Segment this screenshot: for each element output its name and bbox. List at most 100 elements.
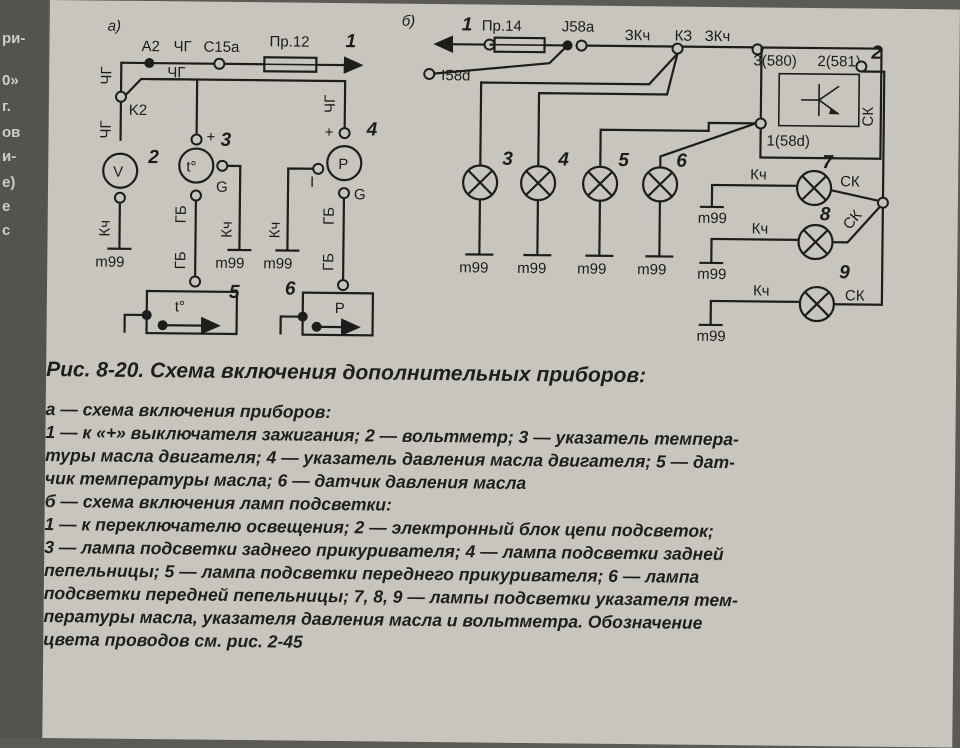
edge-fragment: г. — [2, 98, 11, 115]
pressure-gauge-symbol: P — [338, 156, 348, 173]
callout-3a: 3 — [220, 130, 231, 151]
label-j58a: J58а — [562, 18, 595, 35]
edge-fragment: ов — [2, 124, 20, 141]
label-chg: ЧГ — [173, 38, 191, 55]
wiring-diagram: а) A2 ЧГ С15а Пр.12 1 ЧГ K2 ЧГ ЧГ ЧГ V 2… — [46, 0, 960, 370]
label-zkch-2: ЗКч — [705, 28, 731, 45]
pressure-sensor-symbol: P — [335, 300, 345, 317]
connector-a2 — [144, 58, 154, 68]
label-g-1: G — [216, 179, 228, 196]
junction-k2 — [116, 92, 126, 102]
callout-4b: 4 — [557, 149, 569, 170]
lamp-5: 5 m99 — [577, 150, 629, 279]
label-m99-b4: m99 — [637, 261, 666, 278]
label-zkch-1: ЗКч — [625, 27, 651, 44]
label-sk-9: СК — [845, 287, 865, 304]
label-g-2: G — [354, 186, 366, 203]
adjacent-page-strip: ри- 0» г. ов и- е) е с — [0, 0, 48, 738]
label-m99-3: m99 — [263, 255, 292, 272]
label-chg-vertical: ЧГ — [98, 66, 115, 84]
label-gb-2: ГБ — [321, 207, 338, 225]
fuse-pr14-element — [495, 45, 545, 46]
panel-b-tag: б) — [402, 13, 416, 30]
label-chg-vertical-3: ЧГ — [98, 120, 115, 138]
lamp-7-ground-wire — [712, 185, 796, 208]
pressure-sensor-contact — [312, 322, 322, 332]
edge-fragment: е) — [2, 174, 15, 191]
label-kch-2: Кч — [219, 221, 236, 238]
lamp-5-cross — [588, 172, 612, 196]
edge-fragment: с — [2, 222, 10, 239]
label-m99-1: m99 — [95, 253, 124, 270]
temp-sensor-arrow — [167, 325, 219, 326]
temp-gauge-plus-terminal — [191, 134, 201, 144]
book-page: а) A2 ЧГ С15а Пр.12 1 ЧГ K2 ЧГ ЧГ ЧГ V 2… — [42, 0, 960, 747]
junction-kz — [672, 44, 682, 54]
label-c15a: С15а — [203, 39, 240, 56]
label-kch-1: Кч — [97, 220, 114, 237]
label-kch-8: Кч — [752, 220, 769, 237]
label-plus-4: + — [325, 124, 334, 141]
callout-5b: 5 — [618, 150, 629, 171]
callout-6b: 6 — [676, 151, 687, 172]
label-m99-b2: m99 — [517, 260, 546, 277]
lamp-3: 3 m99 — [459, 148, 513, 277]
label-kz: КЗ — [675, 28, 693, 45]
lamp-8-ground-wire — [711, 239, 797, 264]
lamp-7-sk-wire — [831, 190, 878, 200]
connector-i58d — [424, 69, 434, 79]
label-pin1: 1(58d) — [766, 133, 810, 150]
label-fuse-pr12: Пр.12 — [269, 33, 309, 50]
label-m99-b3: m99 — [577, 261, 606, 278]
lamp-6-cross — [648, 172, 672, 196]
label-m99-7: m99 — [698, 210, 727, 227]
label-gb-1: ГБ — [173, 205, 190, 223]
callout-2a: 2 — [147, 147, 159, 168]
edge-fragment: и- — [2, 148, 16, 165]
lamp-4: 4 m99 — [517, 149, 569, 278]
label-m99-2: m99 — [215, 255, 244, 272]
temp-sensor-symbol: t° — [175, 298, 185, 315]
pressure-gauge-ground-terminal — [313, 164, 323, 174]
label-gb-4: ГБ — [320, 253, 337, 271]
panel-a: а) A2 ЧГ С15а Пр.12 1 ЧГ K2 ЧГ ЧГ ЧГ V 2… — [95, 18, 379, 336]
label-kch-3: Кч — [267, 222, 284, 239]
callout-8: 8 — [820, 204, 831, 225]
pressure-sensor-terminal — [338, 280, 348, 290]
temp-gauge-ground-terminal — [217, 161, 227, 171]
temp-gauge-signal-terminal — [191, 190, 201, 200]
label-gb-3: ГБ — [172, 251, 189, 269]
callout-5a: 5 — [229, 282, 240, 303]
label-kch-9: Кч — [753, 282, 770, 299]
edge-fragment: е — [2, 198, 10, 215]
lamp-3-cross — [468, 170, 492, 194]
label-kch-7: Кч — [750, 166, 767, 183]
lamp-8-cross — [803, 230, 827, 254]
label-m99-b1: m99 — [459, 259, 488, 276]
label-plus-3: + — [206, 129, 215, 146]
pressure-gauge-signal-terminal — [339, 188, 349, 198]
label-sk-vertical: СК — [860, 107, 877, 127]
label-chg-vertical-2: ЧГ — [322, 95, 339, 113]
figure-caption: Рис. 8-20. Схема включения дополнительны… — [43, 358, 946, 660]
lamp-3-ground — [465, 199, 494, 254]
lamp-9-cross — [805, 292, 829, 316]
label-sk-8: СК — [840, 207, 866, 233]
callout-6a: 6 — [285, 278, 296, 299]
callout-1b: 1 — [462, 14, 473, 35]
panel-a-tag: а) — [108, 18, 122, 35]
callout-9: 9 — [839, 262, 850, 283]
wire-pressure-gauge-to-sensor — [343, 198, 344, 281]
temp-gauge-symbol: t° — [186, 158, 196, 175]
label-sk-7: СК — [840, 173, 860, 190]
lamp-7-cross — [802, 176, 826, 200]
callout-4a: 4 — [366, 119, 378, 140]
callout-7: 7 — [822, 152, 834, 173]
lamp-6-ground — [645, 201, 674, 256]
label-pin3: 3(580) — [753, 52, 797, 69]
connector-block-pin2 — [856, 61, 866, 71]
connector-c15a — [214, 59, 224, 69]
temp-sensor-terminal — [190, 276, 200, 286]
arrow-to-light-switch — [436, 44, 485, 45]
label-m99-8: m99 — [697, 266, 726, 283]
